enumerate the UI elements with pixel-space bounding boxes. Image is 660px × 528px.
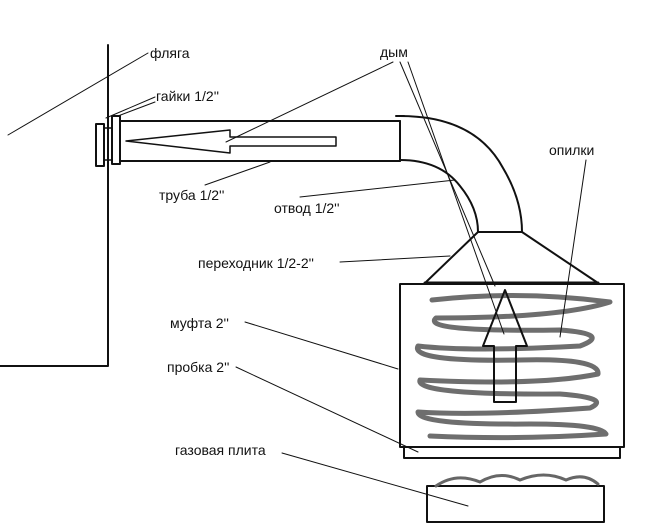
- label-flask: фляга: [150, 45, 190, 61]
- leader-plug: [235, 366, 419, 453]
- leader-adapter: [339, 255, 451, 263]
- nut-left: [95, 123, 105, 167]
- label-adapter: переходник 1/2-2'': [198, 255, 314, 271]
- leader-nuts-1: [105, 96, 156, 119]
- sawdust-scribble: [415, 292, 613, 441]
- smoke-arrow-up: [482, 289, 528, 403]
- leader-pipe: [204, 161, 271, 186]
- label-coupling: муфта 2'': [170, 315, 229, 331]
- label-pipe: труба 1/2'': [159, 187, 224, 203]
- label-elbow: отвод 1/2'': [274, 200, 340, 216]
- leader-smoke-pipe: [225, 61, 394, 143]
- leader-nuts-2: [117, 101, 156, 117]
- pipe: [119, 120, 401, 162]
- elbow-outer: [399, 115, 523, 233]
- label-nuts: гайки 1/2'': [156, 88, 219, 104]
- smoke-arrow-pipe: [125, 129, 337, 154]
- plug: [403, 446, 621, 459]
- label-stove: газовая плита: [175, 442, 266, 458]
- nut-right: [111, 115, 121, 165]
- leader-smoke-box-2: [407, 61, 505, 335]
- label-plug: пробка 2'': [167, 359, 229, 375]
- stove-flame: [434, 473, 600, 488]
- leader-flask: [7, 52, 149, 136]
- leader-elbow: [299, 179, 456, 198]
- label-sawdust: опилки: [549, 142, 594, 158]
- flask-outline: [0, 44, 109, 367]
- leader-sawdust: [559, 159, 587, 338]
- leader-stove: [281, 452, 469, 507]
- leader-coupling: [244, 321, 399, 370]
- gas-stove: [426, 485, 605, 523]
- elbow-inner: [399, 159, 479, 233]
- label-smoke: дым: [380, 44, 408, 60]
